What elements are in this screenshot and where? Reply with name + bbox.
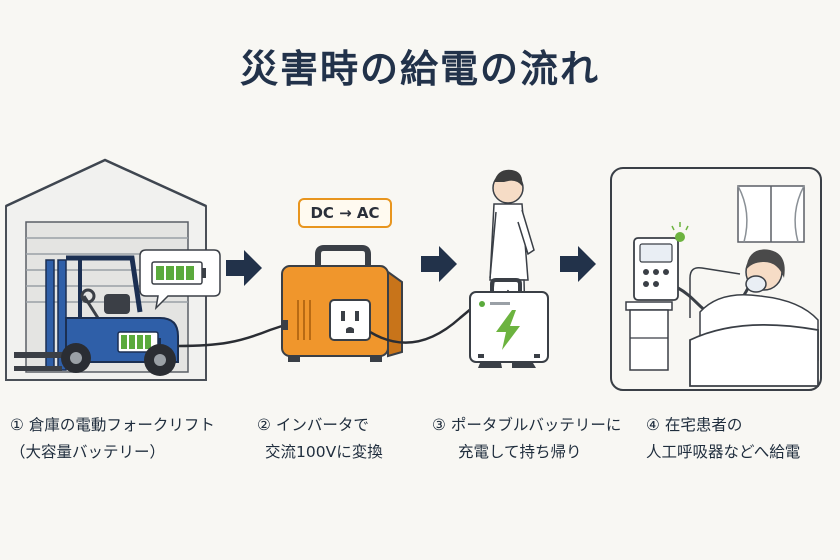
home-care-scene — [610, 167, 822, 391]
inverter — [281, 245, 403, 362]
diagram-title: 災害時の給電の流れ — [239, 47, 600, 91]
battery-status-bubble — [139, 249, 221, 311]
step-3-line-1: ③ ポータブルバッテリーに — [432, 416, 622, 434]
power-cable-1 — [177, 323, 286, 348]
power-cable-2 — [369, 307, 473, 344]
flow-arrow-2 — [421, 246, 457, 282]
step-2-line-2: 交流100Vに変換 — [265, 443, 383, 461]
flow-arrow-1 — [226, 250, 262, 286]
step-1-line-1: ① 倉庫の電動フォークリフト — [10, 416, 215, 434]
flow-arrow-3 — [560, 246, 596, 282]
step-4-caption: ④ 在宅患者の 人工呼吸器などへ給電 — [646, 412, 800, 466]
step-4-line-2: 人工呼吸器などへ給電 — [646, 443, 801, 461]
forklift — [14, 255, 179, 376]
dc-to-ac-badge: DC → AC — [298, 198, 392, 228]
step-4-line-1: ④ 在宅患者の — [646, 416, 743, 434]
step-1-caption: ① 倉庫の電動フォークリフト （大容量バッテリー） — [10, 412, 215, 466]
step-2-caption: ② インバータで 交流100Vに変換 — [257, 412, 383, 466]
step-2-line-1: ② インバータで — [257, 416, 369, 434]
step-1-line-2: （大容量バッテリー） — [10, 443, 166, 461]
step-3-caption: ③ ポータブルバッテリーに 充電して持ち帰り — [432, 412, 621, 466]
portable-battery — [469, 278, 549, 363]
step-3-line-2: 充電して持ち帰り — [458, 443, 582, 461]
